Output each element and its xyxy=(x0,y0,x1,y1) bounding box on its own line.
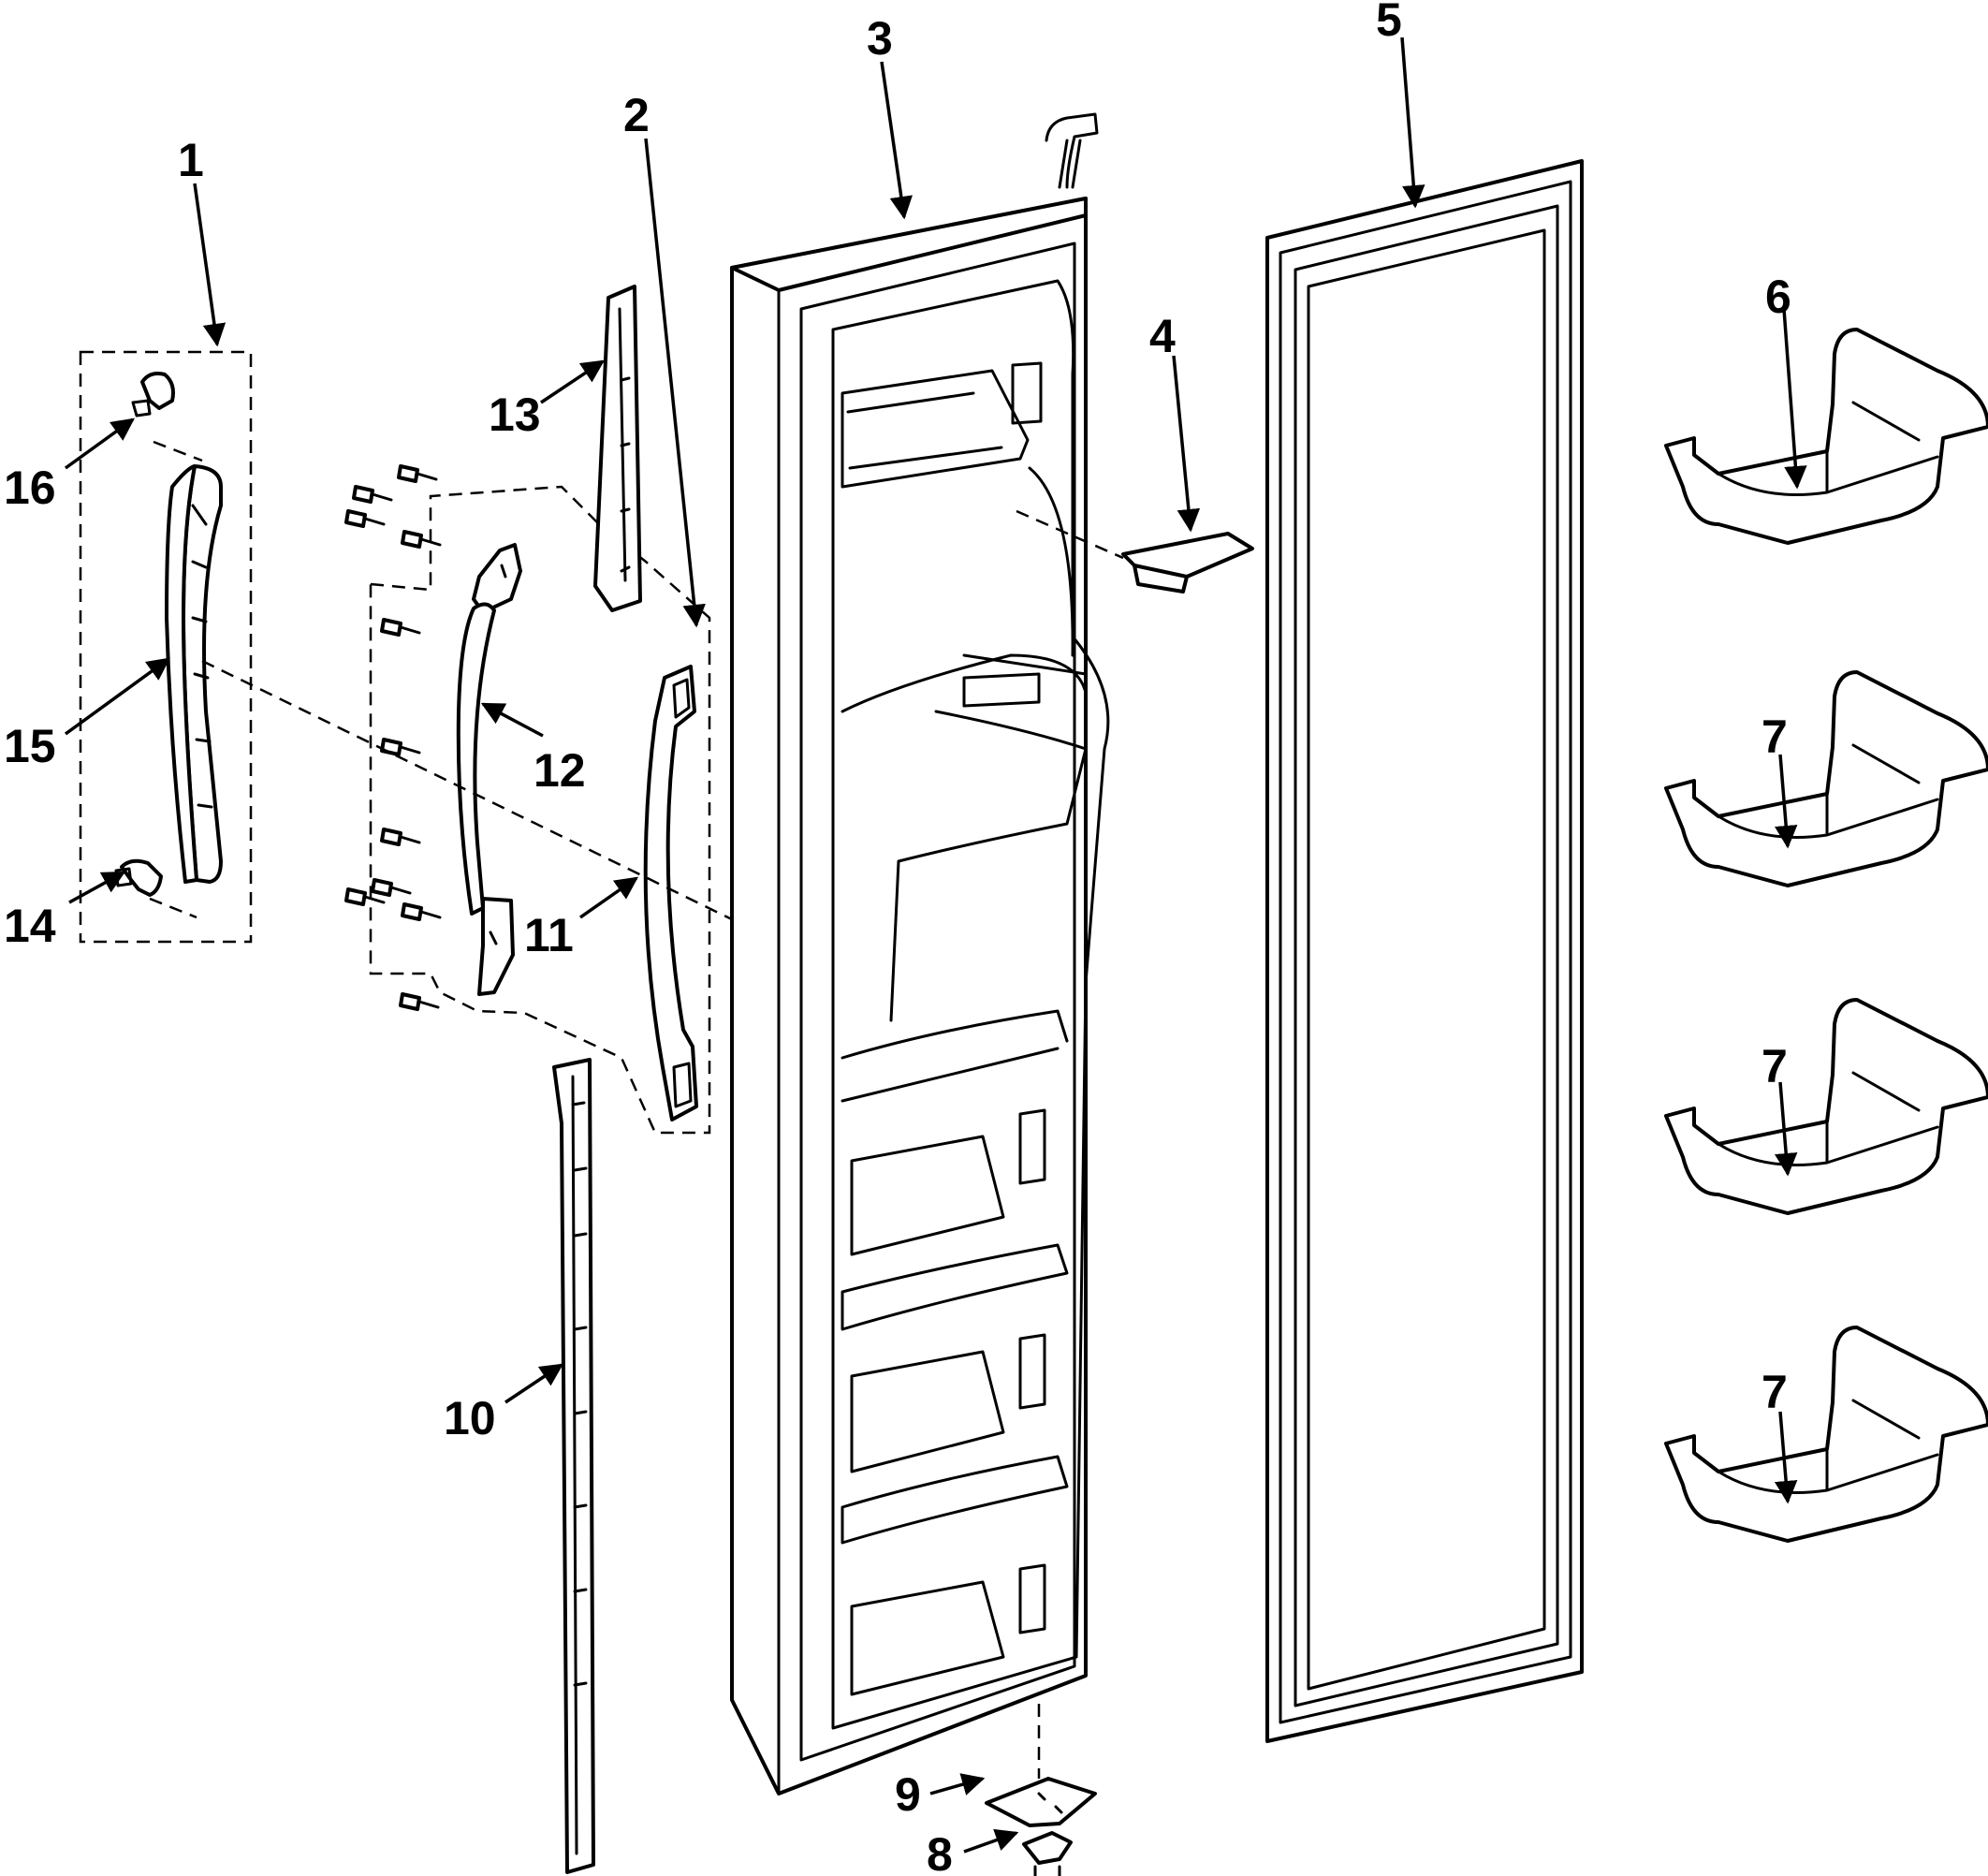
part-8-hinge-pin xyxy=(1022,1831,1073,1876)
screws-lower xyxy=(344,878,442,1011)
callout-13: 13 xyxy=(489,388,541,441)
part-14-bottom-cap xyxy=(114,858,163,897)
part-7-bin-3 xyxy=(1664,1326,1988,1543)
callout-8: 8 xyxy=(927,1828,953,1876)
callout-16: 16 xyxy=(4,462,56,514)
callout-9: 9 xyxy=(895,1768,921,1821)
callout-6: 6 xyxy=(1765,271,1791,323)
callout-1: 1 xyxy=(178,134,204,186)
part-12-bracket xyxy=(456,543,522,996)
callout-14: 14 xyxy=(4,900,56,952)
callout-10: 10 xyxy=(444,1392,496,1444)
part-10-lower-trim xyxy=(552,1058,595,1874)
part-11-handle xyxy=(643,665,698,1121)
callout-15: 15 xyxy=(4,720,56,772)
callout-leaders xyxy=(64,37,1807,1854)
part-7-bin-1 xyxy=(1664,670,1988,887)
part-5-gasket xyxy=(1265,159,1584,1743)
part-15-handle xyxy=(165,464,223,884)
handle-assembly-box xyxy=(79,350,253,944)
callout-11: 11 xyxy=(524,909,574,961)
part-3-door-liner xyxy=(730,112,1110,1795)
callout-7b: 7 xyxy=(1761,1040,1788,1092)
part-7-bin-2 xyxy=(1664,998,1988,1215)
callout-3: 3 xyxy=(867,12,893,65)
callout-12: 12 xyxy=(534,744,586,797)
part-6-bin xyxy=(1664,328,1988,545)
callout-7c: 7 xyxy=(1761,1366,1788,1418)
screws-upper xyxy=(344,464,442,846)
part-13-upper-trim xyxy=(593,285,642,612)
part-9-hinge-plate xyxy=(985,1777,1097,1827)
part-16-top-cap xyxy=(131,372,175,418)
callout-7a: 7 xyxy=(1761,711,1788,763)
callout-4: 4 xyxy=(1149,310,1176,362)
part-4-tray xyxy=(1121,532,1254,594)
callout-2: 2 xyxy=(623,89,650,141)
callout-5: 5 xyxy=(1376,0,1402,46)
